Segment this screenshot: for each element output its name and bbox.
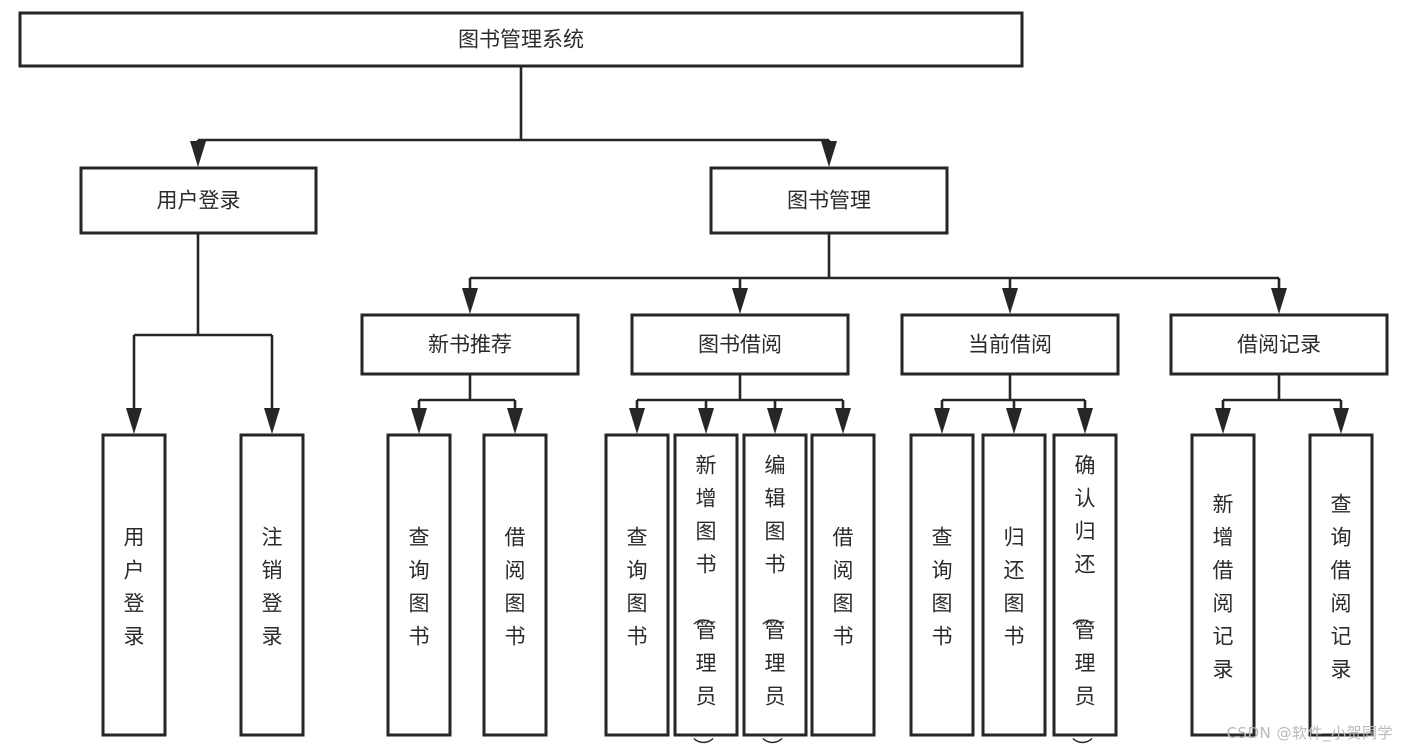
node-label-leaf-query-record: 查询借阅记录	[1331, 493, 1352, 682]
conn-root-bus	[190, 66, 837, 167]
node-box-leaf-edit-book[interactable]	[742, 433, 808, 737]
node-box-leaf-return-book[interactable]	[981, 433, 1047, 737]
node-box-current-borrow[interactable]	[900, 313, 1120, 376]
node-label-leaf-edit-book: 编辑图书（管理员）	[760, 454, 786, 747]
node-leaf-borrow-book-2[interactable]: 借阅图书	[810, 433, 876, 737]
watermark-text: CSDN @软件_小贺同学	[1226, 724, 1393, 742]
node-label-leaf-query-book-2: 查询图书	[627, 526, 648, 649]
node-leaf-query-book-2[interactable]: 查询图书	[604, 433, 670, 737]
node-box-book-borrow[interactable]	[630, 313, 850, 376]
node-leaf-return-book[interactable]: 归还图书	[981, 433, 1047, 737]
node-box-book-management[interactable]	[709, 166, 949, 235]
node-leaf-add-record[interactable]: 新增借阅记录	[1190, 433, 1256, 737]
node-box-leaf-query-book-3[interactable]	[909, 433, 975, 737]
node-box-leaf-confirm-return[interactable]	[1052, 433, 1118, 737]
node-label-borrow-record: 借阅记录	[1237, 333, 1321, 357]
node-box-leaf-borrow-book-1[interactable]	[482, 433, 548, 737]
node-label-leaf-borrow-book-2: 借阅图书	[833, 526, 854, 649]
node-label-leaf-confirm-return: 确认归还（管理员）	[1070, 454, 1096, 747]
node-label-leaf-return-book: 归还图书	[1004, 526, 1025, 649]
conn-book-management-bus	[462, 233, 1287, 314]
nodes-layer: 图书管理系统用户登录图书管理新书推荐图书借阅当前借阅借阅记录用户登录注销登录查询…	[18, 11, 1389, 747]
node-box-leaf-borrow-book-2[interactable]	[810, 433, 876, 737]
node-box-leaf-add-book[interactable]	[673, 433, 739, 737]
node-new-book-recommend[interactable]: 新书推荐	[360, 313, 580, 376]
node-book-borrow[interactable]: 图书借阅	[630, 313, 850, 376]
node-leaf-logout[interactable]: 注销登录	[239, 433, 305, 737]
node-root[interactable]: 图书管理系统	[18, 11, 1024, 68]
node-box-leaf-add-record[interactable]	[1190, 433, 1256, 737]
node-box-borrow-record[interactable]	[1169, 313, 1389, 376]
node-leaf-add-book[interactable]: 新增图书（管理员）	[673, 433, 739, 747]
node-label-current-borrow: 当前借阅	[968, 333, 1052, 357]
node-label-leaf-query-book-3: 查询图书	[932, 526, 953, 649]
conn-new-book-bus	[411, 374, 523, 434]
node-current-borrow[interactable]: 当前借阅	[900, 313, 1120, 376]
node-label-leaf-user-login: 用户登录	[124, 526, 145, 649]
node-box-user-login[interactable]	[79, 166, 318, 235]
node-leaf-user-login[interactable]: 用户登录	[101, 433, 167, 737]
conn-user-login-bus	[126, 233, 280, 434]
conn-borrow-record-bus	[1215, 374, 1349, 434]
connectors-layer	[126, 66, 1349, 434]
node-label-leaf-borrow-book-1: 借阅图书	[505, 526, 526, 649]
node-user-login[interactable]: 用户登录	[79, 166, 318, 235]
node-leaf-query-book-3[interactable]: 查询图书	[909, 433, 975, 737]
conn-book-borrow-bus	[629, 374, 851, 434]
node-box-leaf-query-book-2[interactable]	[604, 433, 670, 737]
node-box-root[interactable]	[18, 11, 1024, 68]
node-label-new-book-recommend: 新书推荐	[428, 333, 512, 357]
node-leaf-query-book-1[interactable]: 查询图书	[386, 433, 452, 737]
node-label-leaf-query-book-1: 查询图书	[409, 526, 430, 649]
conn-current-borrow-bus	[934, 374, 1093, 434]
node-leaf-edit-book[interactable]: 编辑图书（管理员）	[742, 433, 808, 747]
node-leaf-query-record[interactable]: 查询借阅记录	[1308, 433, 1374, 737]
node-box-leaf-query-record[interactable]	[1308, 433, 1374, 737]
node-box-leaf-logout[interactable]	[239, 433, 305, 737]
node-label-root: 图书管理系统	[458, 28, 584, 52]
node-leaf-confirm-return[interactable]: 确认归还（管理员）	[1052, 433, 1118, 747]
node-box-new-book-recommend[interactable]	[360, 313, 580, 376]
node-box-leaf-query-book-1[interactable]	[386, 433, 452, 737]
node-label-leaf-add-book: 新增图书（管理员）	[691, 454, 717, 747]
node-borrow-record[interactable]: 借阅记录	[1169, 313, 1389, 376]
node-label-book-management: 图书管理	[787, 189, 871, 213]
node-leaf-borrow-book-1[interactable]: 借阅图书	[482, 433, 548, 737]
node-box-leaf-user-login[interactable]	[101, 433, 167, 737]
node-label-leaf-add-record: 新增借阅记录	[1213, 493, 1234, 682]
node-label-user-login: 用户登录	[157, 189, 241, 213]
node-book-management[interactable]: 图书管理	[709, 166, 949, 235]
node-label-book-borrow: 图书借阅	[698, 333, 782, 357]
node-label-leaf-logout: 注销登录	[262, 526, 283, 649]
